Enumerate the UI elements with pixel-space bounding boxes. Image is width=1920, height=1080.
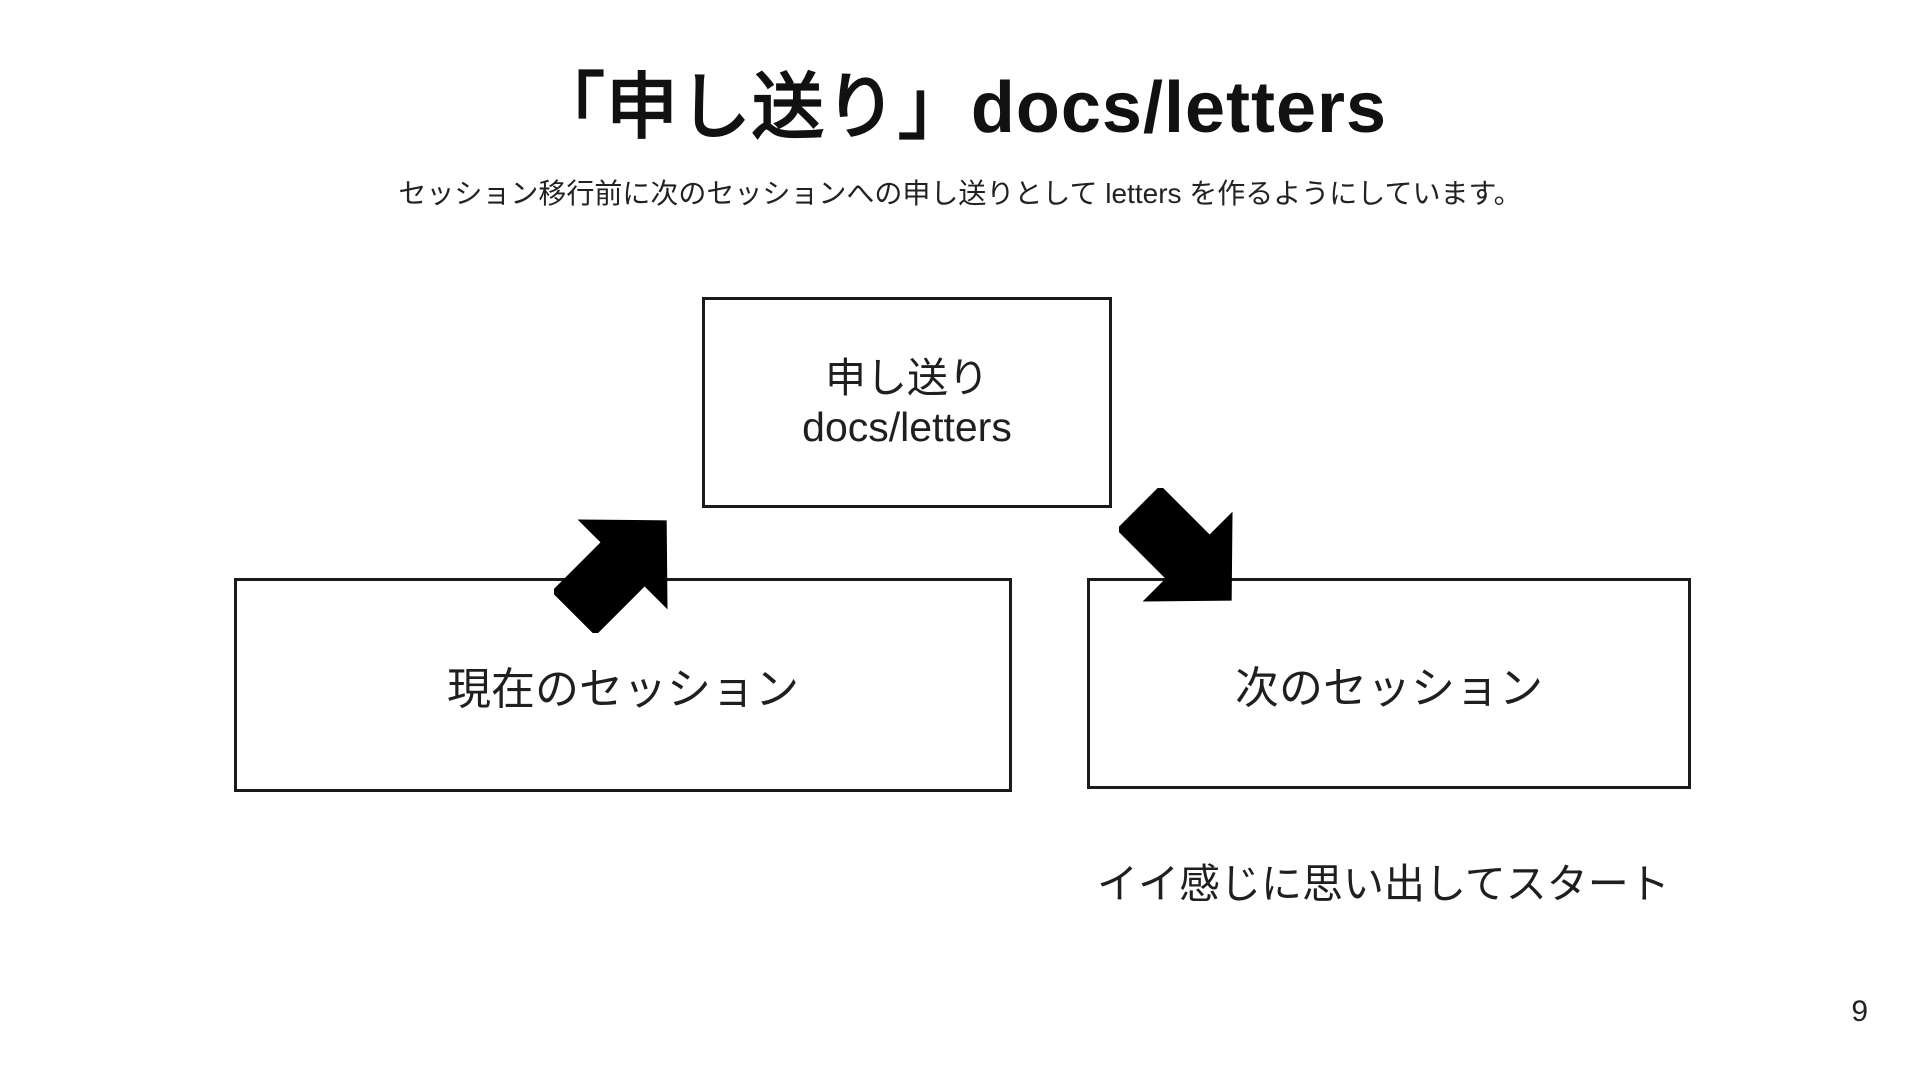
page-number: 9 bbox=[1851, 995, 1868, 1028]
node-current-session: 現在のセッション bbox=[234, 578, 1012, 792]
slide-title: 「申し送り」docs/letters bbox=[532, 68, 1388, 148]
arrow-up-right-icon bbox=[554, 519, 668, 633]
node-next-session-label: 次のセッション bbox=[1235, 663, 1543, 713]
node-next-session: 次のセッション bbox=[1087, 578, 1691, 789]
node-letters-label-line1: 申し送り bbox=[825, 354, 989, 401]
node-letters: 申し送り docs/letters bbox=[702, 297, 1112, 508]
slide-subtitle: セッション移行前に次のセッションへの申し送りとして letters を作るように… bbox=[398, 178, 1522, 209]
node-current-session-label: 現在のセッション bbox=[447, 665, 799, 714]
node-letters-label-line2: docs/letters bbox=[802, 403, 1012, 450]
diagram-caption: イイ感じに思い出してスタート bbox=[1097, 861, 1670, 907]
arrow-down-right-icon bbox=[1119, 488, 1233, 602]
